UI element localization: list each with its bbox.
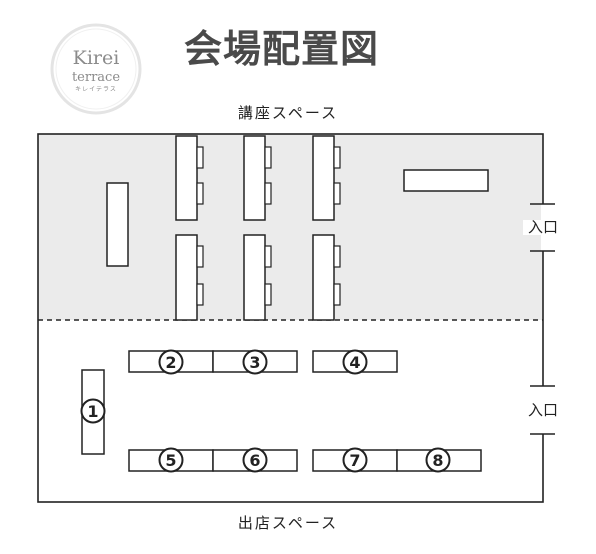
booth-number-label: 3 — [249, 353, 260, 372]
booth-number-label: 5 — [165, 451, 176, 470]
lecture-space-caption: 講座スペース — [237, 104, 339, 122]
logo-name: Kirei — [72, 47, 120, 69]
entrance-label-upper: 入口 — [523, 220, 563, 235]
logo-sub: terrace — [71, 70, 121, 85]
room-walls — [37, 133, 544, 503]
chair — [196, 182, 204, 205]
logo-kana: キレイテラス — [75, 86, 117, 93]
booth-number-7: 7 — [342, 447, 368, 473]
desk — [243, 234, 266, 321]
lecturer-table — [106, 182, 129, 267]
booth-number-label: 2 — [165, 353, 176, 372]
side-table — [403, 169, 489, 192]
chair — [196, 283, 204, 306]
entrance-label-lower: 入口 — [523, 403, 563, 418]
page-title: 会場配置図 — [184, 27, 380, 71]
booth-number-label: 7 — [349, 451, 360, 470]
booth-number-label: 6 — [249, 451, 260, 470]
logo-circle — [50, 23, 142, 115]
booth-number-4: 4 — [342, 349, 368, 375]
booth-number-6: 6 — [242, 447, 268, 473]
booth-number-8: 8 — [425, 447, 451, 473]
chair — [264, 182, 272, 205]
shop-space-caption: 出店スペース — [237, 514, 339, 532]
booth-number-5: 5 — [158, 447, 184, 473]
booth-numbers: 1 2 3 4 5 6 7 8 — [80, 349, 451, 473]
booth-tables — [81, 350, 482, 472]
desk — [175, 135, 198, 221]
desk — [243, 135, 266, 221]
chair — [264, 283, 272, 306]
desk-group — [175, 135, 341, 321]
booth-number-label: 8 — [432, 451, 443, 470]
chair — [196, 245, 204, 268]
chair — [333, 245, 341, 268]
chair — [264, 146, 272, 169]
booth-number-2: 2 — [158, 349, 184, 375]
booth-number-label: 4 — [349, 353, 360, 372]
desk — [312, 135, 335, 221]
desk — [175, 234, 198, 321]
chair — [264, 245, 272, 268]
booth-number-1: 1 — [80, 398, 106, 424]
chair — [333, 182, 341, 205]
booth-number-label: 1 — [87, 402, 98, 421]
chair — [196, 146, 204, 169]
chair — [333, 146, 341, 169]
chair — [333, 283, 341, 306]
desk — [312, 234, 335, 321]
kirei-terrace-logo: Kirei terrace キレイテラス — [48, 21, 144, 117]
booth-number-3: 3 — [242, 349, 268, 375]
